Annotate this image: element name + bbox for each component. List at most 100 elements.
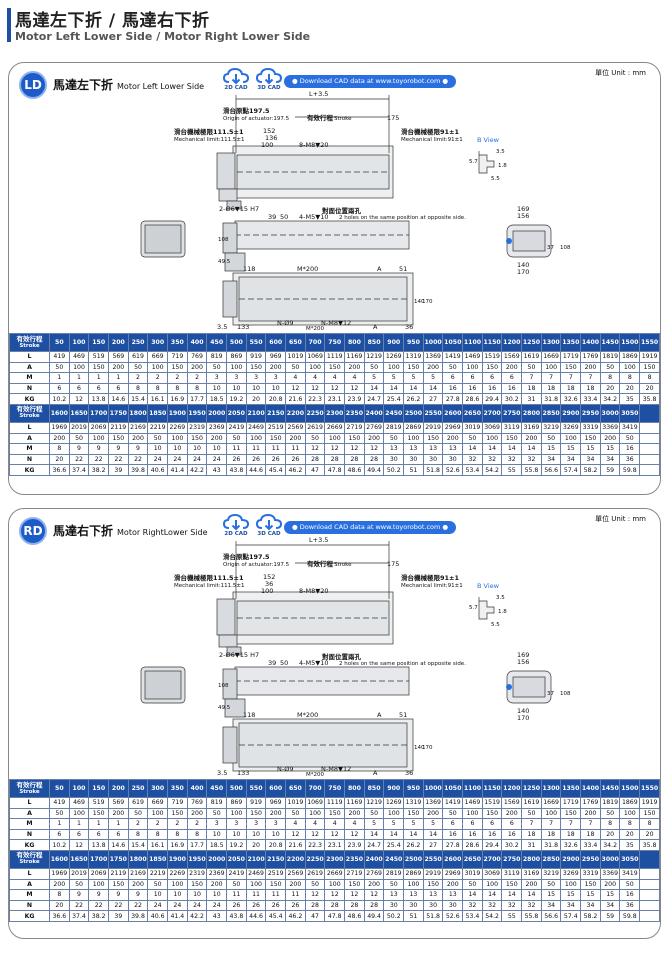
cad-2d-button[interactable]: 2D CAD — [219, 68, 253, 91]
stroke-cell: 2200 — [285, 849, 306, 869]
table-cell: 2169 — [127, 421, 149, 434]
table-cell: 14.6 — [108, 393, 129, 405]
table-cell: 15.4 — [127, 839, 149, 851]
table-cell: 969 — [265, 797, 287, 809]
table-cell: 3419 — [619, 867, 641, 880]
table-cell: 11 — [226, 889, 247, 901]
table-cell: 100 — [481, 432, 503, 445]
table-cell: 200 — [186, 361, 208, 374]
table-cell: 3319 — [580, 867, 601, 880]
dim-dowel: 2-Ø6▼15 H7 — [219, 205, 259, 213]
table-cell: 10 — [167, 889, 188, 901]
table-cell: 11 — [245, 443, 267, 455]
table-cell: 8 — [147, 828, 169, 841]
row-label: KG — [9, 464, 50, 476]
table-cell: 22.3 — [304, 839, 326, 851]
stroke-cell: 2100 — [245, 849, 267, 869]
table-cell: 2919 — [422, 421, 444, 434]
table-cell: 12 — [324, 443, 346, 455]
cad-3d-button[interactable]: 3D CAD — [252, 68, 286, 91]
stroke-cell: 1350 — [560, 779, 582, 798]
table-cell: 3 — [206, 818, 228, 830]
table-cell: 36.6 — [49, 910, 70, 922]
table-cell: 100 — [304, 807, 326, 820]
table-cell: 1269 — [383, 351, 405, 363]
table-cell: 819 — [206, 797, 228, 809]
table-cell: 3119 — [501, 867, 523, 880]
stroke-cell: 1450 — [599, 779, 621, 798]
table-cell: 52.6 — [442, 464, 464, 476]
stroke-cell: 250 — [127, 333, 149, 352]
table-cell: 1819 — [599, 797, 621, 809]
stroke-cell: 650 — [285, 333, 306, 352]
table-cell: 50 — [304, 432, 326, 445]
stroke-cell: 1150 — [481, 779, 503, 798]
stroke-cell: 200 — [108, 333, 129, 352]
table-cell: 200 — [344, 361, 365, 374]
table-cell: 200 — [344, 807, 365, 820]
table-cell: 30 — [422, 453, 444, 466]
table-cell: 51.8 — [422, 464, 444, 476]
table-cell: 200 — [49, 432, 70, 445]
table-cell: 150 — [186, 878, 208, 891]
table-cell: 22 — [88, 899, 110, 912]
table-cell: 1 — [88, 372, 110, 384]
table-cell: 24 — [206, 899, 228, 912]
table-cell: 2569 — [285, 421, 306, 434]
table-cell: 46.2 — [285, 464, 306, 476]
table-cell: 2469 — [245, 867, 267, 880]
table-cell: 24.7 — [363, 839, 385, 851]
download-cad-link[interactable]: ● Download CAD data at www.toyorobot.com… — [284, 75, 457, 88]
table-cell: 100 — [619, 361, 641, 374]
table-cell: 26 — [285, 453, 306, 466]
cad-3d-button[interactable]: 3D CAD — [252, 514, 286, 537]
table-cell: 55 — [501, 464, 523, 476]
stroke-cell: 50 — [49, 779, 70, 798]
table-cell: 10 — [167, 443, 188, 455]
table-cell: 31.8 — [540, 839, 562, 851]
table-cell: 4 — [324, 372, 346, 384]
dim-133: 133 — [237, 769, 249, 777]
table-cell: 44.6 — [245, 464, 267, 476]
dim-5-7: 5.7 — [469, 159, 478, 165]
table-cell: 100 — [88, 878, 110, 891]
table-cell: 20 — [619, 382, 641, 395]
row-label: A — [9, 878, 50, 891]
table-cell: 47 — [304, 910, 326, 922]
table-cell: 5 — [363, 818, 385, 830]
table-cell: 40.6 — [147, 464, 169, 476]
table-cell: 18 — [580, 382, 601, 395]
table-cell: 1119 — [324, 351, 346, 363]
table-cell: 2519 — [265, 867, 287, 880]
table-cell: 20.8 — [265, 393, 287, 405]
stroke-cell: 1950 — [186, 403, 208, 423]
dim-m-pitch-bottom: M*200 — [306, 326, 324, 331]
panel-title-en: Motor RightLower Side — [117, 528, 208, 537]
table-cell: 12 — [324, 382, 346, 395]
table-cell: 50 — [619, 878, 641, 891]
table-cell: 26 — [285, 899, 306, 912]
table-cell: 28 — [344, 899, 365, 912]
stroke-cell: 1600 — [49, 849, 70, 869]
table-cell: 23.1 — [324, 393, 346, 405]
cad-2d-button[interactable]: 2D CAD — [219, 514, 253, 537]
table-cell: 39.8 — [127, 910, 149, 922]
table-cell: 19.2 — [226, 839, 247, 851]
table-cell: 100 — [245, 878, 267, 891]
stroke-cell: 1650 — [68, 849, 90, 869]
table-cell: 8 — [49, 889, 70, 901]
stroke-cell: 1200 — [501, 333, 523, 352]
table-cell: 28 — [324, 453, 346, 466]
stroke-label-zh: 有效行程 — [16, 780, 43, 789]
table-cell: 50 — [285, 807, 306, 820]
download-cad-link[interactable]: ● Download CAD data at www.toyorobot.com… — [284, 521, 457, 534]
stroke-cell: 350 — [167, 779, 188, 798]
table-cell: 27.8 — [442, 393, 464, 405]
table-cell: 5 — [422, 372, 444, 384]
table-cell: 50 — [147, 432, 169, 445]
